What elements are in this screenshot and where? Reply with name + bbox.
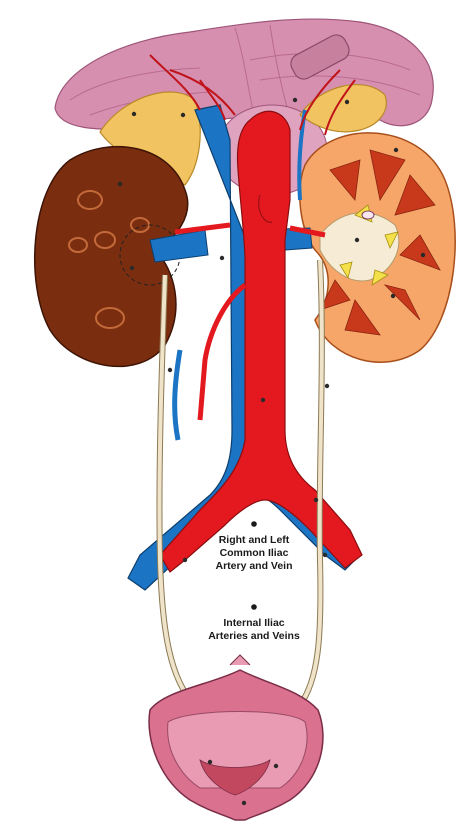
- common-iliac-label-line1: Right and Left: [219, 534, 290, 546]
- label-marker-common-iliac: [251, 521, 257, 527]
- common-iliac-label-line2: Common Iliac: [220, 547, 289, 559]
- label-common-iliac: Right and Left Common Iliac Artery and V…: [215, 521, 292, 572]
- internal-iliac-label-line2: Arteries and Veins: [208, 630, 300, 642]
- bladder: [149, 655, 323, 820]
- internal-iliac-label-line1: Internal Iliac: [223, 617, 284, 629]
- label-internal-iliac: Internal Iliac Arteries and Veins: [208, 604, 300, 642]
- label-marker-internal-iliac: [251, 604, 257, 610]
- common-iliac-label-line3: Artery and Vein: [215, 560, 292, 572]
